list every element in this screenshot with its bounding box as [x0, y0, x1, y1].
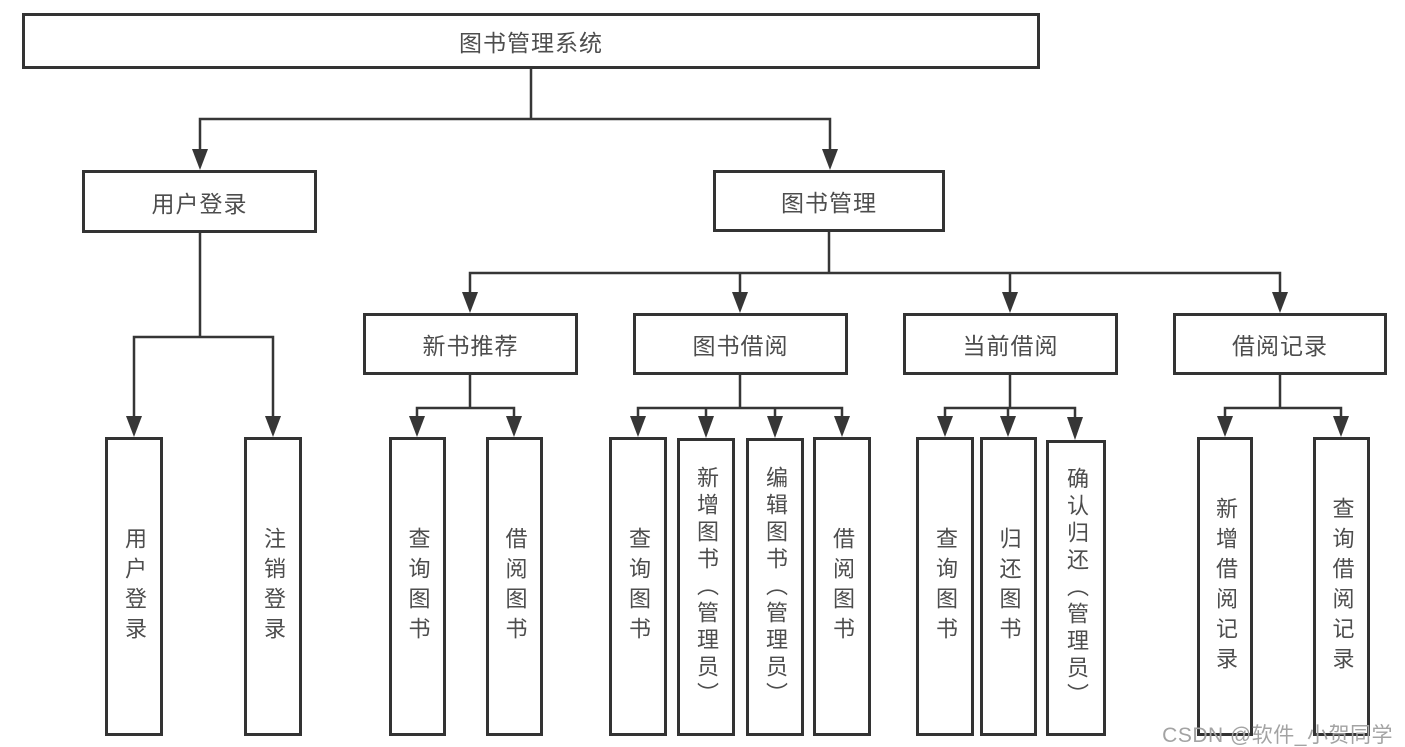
node-book-borrowing-label: 图书借阅	[692, 333, 789, 359]
leaf-query-books-recommend: 查询图书	[389, 437, 446, 736]
leaf-return-books: 归还图书	[980, 437, 1037, 736]
leaf-add-book-admin: 新增图书（管理员）	[677, 438, 735, 736]
leaf-user-login: 用户登录	[105, 437, 163, 736]
leaf-edit-book-admin: 编辑图书（管理员）	[746, 438, 804, 736]
node-borrowing-records: 借阅记录	[1173, 313, 1387, 375]
leaf-query-borrow-record: 查询借阅记录	[1313, 437, 1370, 736]
node-current-borrowing-label: 当前借阅	[962, 333, 1059, 359]
node-borrowing-records-label: 借阅记录	[1232, 333, 1328, 359]
node-new-book-recommend: 新书推荐	[363, 313, 578, 375]
leaf-borrow-books-recommend: 借阅图书	[486, 437, 543, 736]
node-library-system-label: 图书管理系统	[459, 30, 603, 56]
node-user-login-label: 用户登录	[151, 190, 248, 217]
leaf-logout: 注销登录	[244, 437, 302, 736]
leaf-add-borrow-record: 新增借阅记录	[1197, 437, 1253, 736]
node-new-book-recommend-label: 新书推荐	[422, 333, 519, 359]
node-book-borrowing: 图书借阅	[633, 313, 848, 375]
node-user-login: 用户登录	[82, 170, 317, 233]
node-book-management-label: 图书管理	[781, 190, 877, 216]
leaf-borrow-books-borrowing: 借阅图书	[813, 437, 871, 736]
node-book-management: 图书管理	[713, 170, 945, 232]
leaf-query-books-borrowing: 查询图书	[609, 437, 667, 736]
leaf-query-books-current: 查询图书	[916, 437, 974, 736]
node-library-system: 图书管理系统	[22, 13, 1040, 69]
watermark: CSDN @软件_小贺同学	[1162, 724, 1393, 747]
node-current-borrowing: 当前借阅	[903, 313, 1118, 375]
leaf-confirm-return-admin: 确认归还（管理员）	[1046, 440, 1106, 736]
